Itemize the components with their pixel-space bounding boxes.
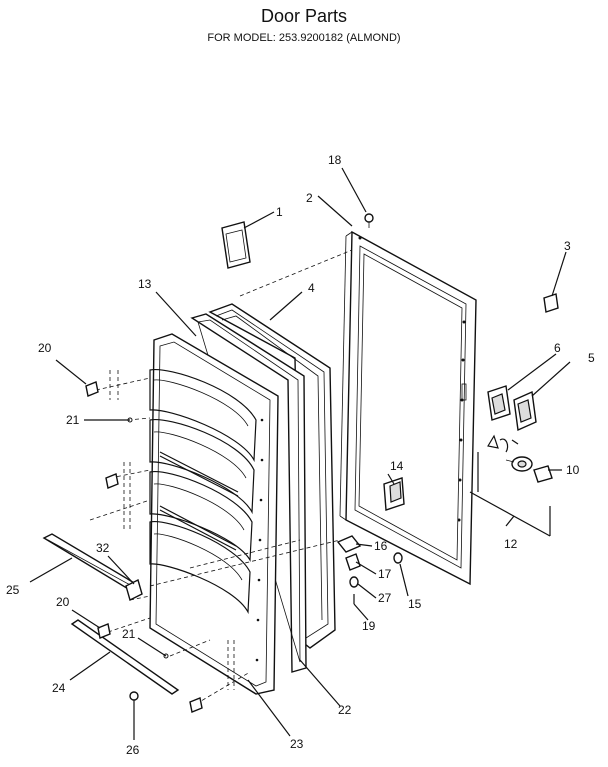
callout-14: 14 bbox=[390, 459, 404, 473]
callout-19: 19 bbox=[362, 619, 376, 633]
page-title: Door Parts bbox=[260, 6, 348, 26]
model-subtitle: FOR MODEL: 253.9200182 (ALMOND) bbox=[207, 32, 401, 44]
callout-24: 24 bbox=[52, 681, 66, 695]
callout-21a: 21 bbox=[66, 413, 80, 427]
leader-lines bbox=[29, 167, 571, 740]
callout-2: 2 bbox=[306, 191, 313, 205]
callout-20a: 20 bbox=[38, 341, 52, 355]
plug-button bbox=[543, 293, 559, 313]
callout-13: 13 bbox=[138, 277, 152, 291]
callout-20b: 20 bbox=[56, 595, 70, 609]
bottom-screw bbox=[129, 691, 139, 701]
lock-assembly bbox=[487, 434, 553, 483]
callout-6: 6 bbox=[554, 341, 561, 355]
callout-22: 22 bbox=[338, 703, 352, 717]
callout-18: 18 bbox=[328, 153, 342, 167]
callout-25: 25 bbox=[6, 583, 20, 597]
callout-5: 5 bbox=[588, 351, 595, 365]
handle-part bbox=[513, 390, 537, 432]
shelf-rack bbox=[159, 451, 239, 551]
hinge-bracket bbox=[383, 477, 405, 511]
outer-door-panel bbox=[339, 230, 477, 586]
data-plate bbox=[221, 221, 251, 269]
callout-23: 23 bbox=[290, 737, 304, 751]
callout-1: 1 bbox=[276, 205, 283, 219]
callout-15: 15 bbox=[408, 597, 422, 611]
top-screw bbox=[364, 213, 374, 228]
callout-17: 17 bbox=[378, 567, 392, 581]
callout-32: 32 bbox=[96, 541, 110, 555]
callout-12: 12 bbox=[504, 537, 518, 551]
hinge-hardware bbox=[336, 535, 403, 604]
lower-shelf-bar bbox=[70, 619, 180, 695]
shelf-bar bbox=[42, 533, 138, 591]
callout-3: 3 bbox=[564, 239, 571, 253]
inner-door-liner bbox=[149, 333, 279, 695]
handle-bezel bbox=[487, 385, 511, 421]
callout-21b: 21 bbox=[122, 627, 136, 641]
callout-27: 27 bbox=[378, 591, 392, 605]
callout-4: 4 bbox=[308, 281, 315, 295]
callout-10: 10 bbox=[566, 463, 580, 477]
bar-bracket bbox=[125, 578, 143, 602]
callout-26: 26 bbox=[126, 743, 140, 757]
callout-16: 16 bbox=[374, 539, 388, 553]
callout-labels: 1 2 3 4 6 5 10 12 13 14 15 16 17 18 19 2… bbox=[6, 153, 595, 757]
